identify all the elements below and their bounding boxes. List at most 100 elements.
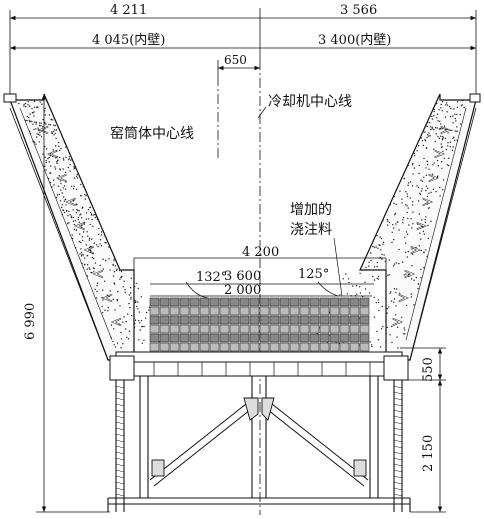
stipple-dot <box>389 334 391 336</box>
stipple-dot <box>376 235 378 237</box>
hatch <box>393 409 403 413</box>
stipple-dot <box>373 279 376 281</box>
stipple-dot <box>33 128 35 131</box>
stipple-dot <box>396 221 398 223</box>
stipple-dot <box>119 305 121 307</box>
grate-cell <box>209 315 220 325</box>
stipple-dot <box>431 126 433 128</box>
gusset-plates <box>151 397 367 477</box>
stipple-dot <box>359 286 361 288</box>
stipple-dot <box>122 343 124 345</box>
stipple-dot <box>411 248 413 250</box>
castable-leader-line <box>333 237 343 297</box>
stipple-dot <box>459 123 462 125</box>
stipple-dot <box>425 167 427 169</box>
stipple-dot <box>34 121 36 123</box>
stipple-dot <box>453 136 455 138</box>
stipple-dot <box>141 342 143 344</box>
stipple-dot <box>58 145 60 147</box>
grate-cell <box>349 324 360 334</box>
stipple-dot <box>434 127 437 129</box>
stipple-dot <box>128 330 131 332</box>
stipple-dot <box>57 185 60 187</box>
stipple-dot <box>377 278 379 280</box>
stipple-dot <box>113 260 115 262</box>
stipple-dot <box>440 107 442 109</box>
stipple-dot <box>91 218 93 221</box>
stipple-dot <box>379 346 382 348</box>
stipple-dot <box>381 253 383 256</box>
stipple-dot <box>27 101 29 103</box>
stipple-dot <box>446 99 448 101</box>
stipple-dot <box>86 264 89 266</box>
stipple-dot <box>128 302 130 305</box>
stipple-dot <box>75 229 77 232</box>
stipple-dot <box>81 217 83 219</box>
stipple-dot <box>48 123 50 126</box>
stipple-dot <box>134 322 136 325</box>
stipple-dot <box>418 245 421 247</box>
stipple-dot <box>375 246 377 248</box>
stipple-dot <box>35 121 38 124</box>
grate-cell <box>359 342 370 352</box>
stipple-dot <box>77 172 80 175</box>
stipple-dot <box>81 236 84 238</box>
stipple-dot <box>56 162 58 165</box>
stipple-dot <box>393 227 395 229</box>
stipple-dot <box>390 291 392 293</box>
stipple-dot <box>130 277 132 279</box>
grate-cell <box>189 333 200 343</box>
stipple-dot <box>47 158 49 160</box>
stipple-dot <box>398 248 400 251</box>
stipple-dot <box>137 287 139 290</box>
grate-cell <box>259 342 270 352</box>
hatch <box>115 391 125 395</box>
hatch <box>115 493 125 497</box>
stipple-dot <box>420 137 422 139</box>
stipple-dot <box>401 261 404 263</box>
grate-cell <box>239 342 250 352</box>
stipple-dot <box>437 175 439 177</box>
stipple-dot <box>404 333 406 335</box>
anchor-right <box>410 245 421 255</box>
stipple-dot <box>393 298 396 300</box>
grate-cell <box>309 306 320 316</box>
grate-cell <box>249 342 260 352</box>
stipple-dot <box>412 204 414 206</box>
dim-6990: 6 990 <box>23 303 38 340</box>
grate-cell <box>269 297 280 307</box>
stipple-dot <box>415 276 417 279</box>
stipple-dot <box>124 291 127 294</box>
stipple-dot <box>44 165 46 167</box>
stipple-dot <box>69 164 71 166</box>
stipple-dot <box>449 146 451 148</box>
stipple-dot <box>81 255 83 257</box>
stipple-dot <box>388 221 391 224</box>
stipple-dot <box>431 115 433 118</box>
stipple-dot <box>82 186 85 188</box>
stipple-dot <box>406 211 408 214</box>
stipple-dot <box>128 294 130 296</box>
stipple-dot <box>424 140 427 142</box>
stipple-dot <box>55 137 57 140</box>
hatch <box>393 451 403 455</box>
angle-right: 125° <box>298 267 329 282</box>
anchor-left <box>47 149 58 159</box>
stipple-dot <box>382 326 384 328</box>
stipple-dot <box>72 216 75 219</box>
stipple-dot <box>452 122 454 124</box>
stipple-dot <box>127 313 129 315</box>
stipple-dot <box>80 252 83 254</box>
dim-inner-right: 3 400(内壁) <box>318 32 391 48</box>
stipple-dot <box>447 132 449 134</box>
stipple-dot <box>411 278 413 280</box>
stipple-dot <box>64 171 67 174</box>
stipple-dot <box>462 99 464 102</box>
stipple-dot <box>398 262 400 265</box>
stipple-dot <box>427 121 429 124</box>
label-kiln-centerline: 窑筒体中心线 <box>110 125 194 142</box>
stipple-dot <box>391 241 393 244</box>
anchor-right <box>434 149 445 159</box>
stipple-dot <box>67 215 69 217</box>
stipple-dot <box>389 203 391 206</box>
